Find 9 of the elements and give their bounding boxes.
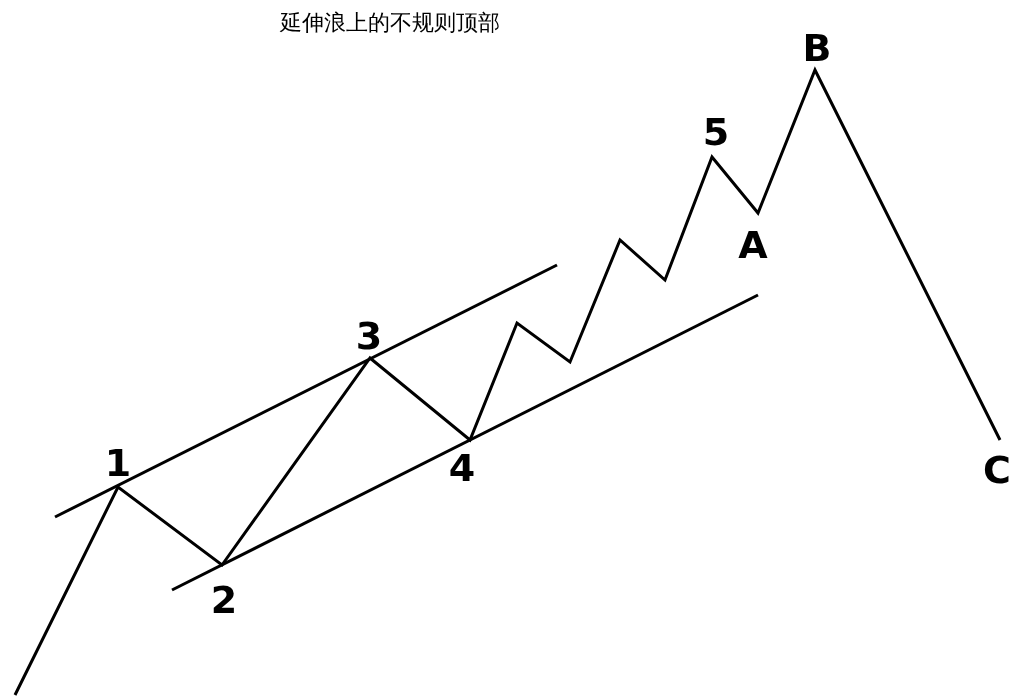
wave-label: A: [738, 226, 768, 264]
wave-label: 1: [104, 444, 132, 482]
wave-label: 5: [702, 113, 730, 151]
chart-title: 延伸浪上的不规则顶部: [280, 9, 500, 37]
wave-label: 4: [448, 449, 476, 487]
wave-label: C: [983, 451, 1011, 489]
wave-label: 2: [210, 581, 238, 619]
wave-label: B: [802, 29, 832, 67]
wave-label: 3: [355, 317, 383, 355]
